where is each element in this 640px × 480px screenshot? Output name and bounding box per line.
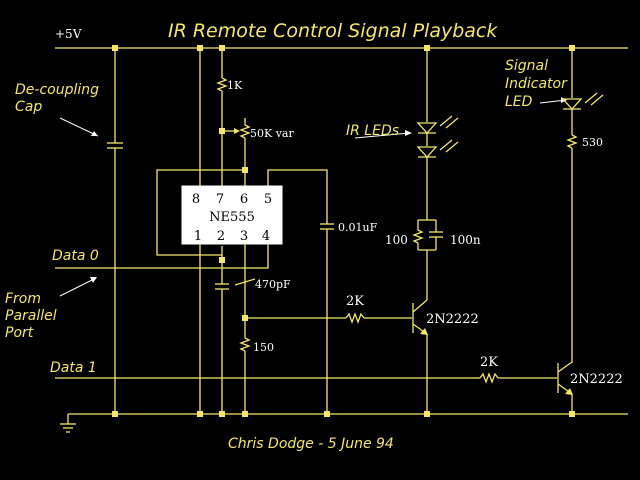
ic-name: NE555 bbox=[209, 210, 255, 225]
capacitor-470pf bbox=[215, 255, 256, 414]
r1k-resistor bbox=[216, 48, 228, 188]
r100-label: 100 bbox=[385, 233, 408, 247]
signal-indicator-label-3: LED bbox=[505, 94, 533, 110]
decoupling-capacitor bbox=[107, 48, 123, 414]
r150-label: 150 bbox=[253, 341, 274, 354]
ir-led-chain bbox=[416, 48, 459, 220]
parallel-port-arrow bbox=[59, 277, 97, 297]
pot-label: 50K var bbox=[250, 127, 294, 140]
trigger-threshold-loop bbox=[156, 169, 245, 256]
pin-6: 6 bbox=[240, 192, 248, 207]
pin-3: 3 bbox=[240, 229, 248, 244]
r2k-a bbox=[345, 312, 365, 324]
data0-line bbox=[55, 244, 269, 269]
r530-label: 530 bbox=[582, 136, 603, 149]
q1-label: 2N2222 bbox=[426, 312, 479, 327]
from-label: From bbox=[5, 291, 41, 307]
indicator-led bbox=[561, 48, 604, 363]
pin-7: 7 bbox=[216, 192, 224, 207]
capacitor-001uf bbox=[320, 223, 334, 414]
pin-1: 1 bbox=[194, 229, 202, 244]
q2-transistor bbox=[557, 361, 573, 414]
signal-indicator-label-2: Indicator bbox=[505, 76, 568, 92]
data0-label: Data 0 bbox=[52, 248, 99, 264]
r2k-b-label: 2K bbox=[480, 355, 498, 370]
pot-50k bbox=[222, 118, 251, 170]
data1-label: Data 1 bbox=[50, 360, 97, 376]
ne555-ic bbox=[181, 185, 283, 245]
pin-4: 4 bbox=[262, 229, 270, 244]
r1k-label: 1K bbox=[227, 79, 243, 92]
signal-indicator-label-1: Signal bbox=[505, 58, 548, 74]
pin-5: 5 bbox=[264, 192, 272, 207]
r2k-b bbox=[479, 372, 499, 384]
ir-leds-label: IR LEDs bbox=[346, 123, 399, 139]
decoupling-label-2: Cap bbox=[15, 99, 42, 115]
credit-label: Chris Dodge - 5 June 94 bbox=[228, 436, 394, 452]
decoupling-label-1: De-coupling bbox=[15, 82, 99, 98]
q1-transistor bbox=[412, 250, 428, 414]
q2-label: 2N2222 bbox=[570, 372, 623, 387]
pin5-wire bbox=[267, 169, 328, 224]
diagram-title: IR Remote Control Signal Playback bbox=[168, 20, 498, 42]
decoupling-arrow bbox=[59, 117, 99, 137]
ground-symbol bbox=[60, 414, 76, 433]
c470-label: 470pF bbox=[255, 278, 291, 291]
pin-8: 8 bbox=[192, 192, 200, 207]
c100n-label: 100n bbox=[450, 233, 481, 247]
c001-label: 0.01uF bbox=[338, 221, 378, 234]
parallel-label: Parallel bbox=[5, 308, 57, 324]
ir-leds-arrow bbox=[354, 132, 411, 139]
vcc-label: +5V bbox=[55, 27, 82, 41]
port-label: Port bbox=[5, 325, 34, 341]
pin-2: 2 bbox=[217, 229, 225, 244]
r100-c100n bbox=[412, 219, 443, 251]
r2k-a-label: 2K bbox=[346, 294, 364, 309]
pin3-output bbox=[239, 244, 346, 414]
junction-dots bbox=[112, 45, 575, 417]
